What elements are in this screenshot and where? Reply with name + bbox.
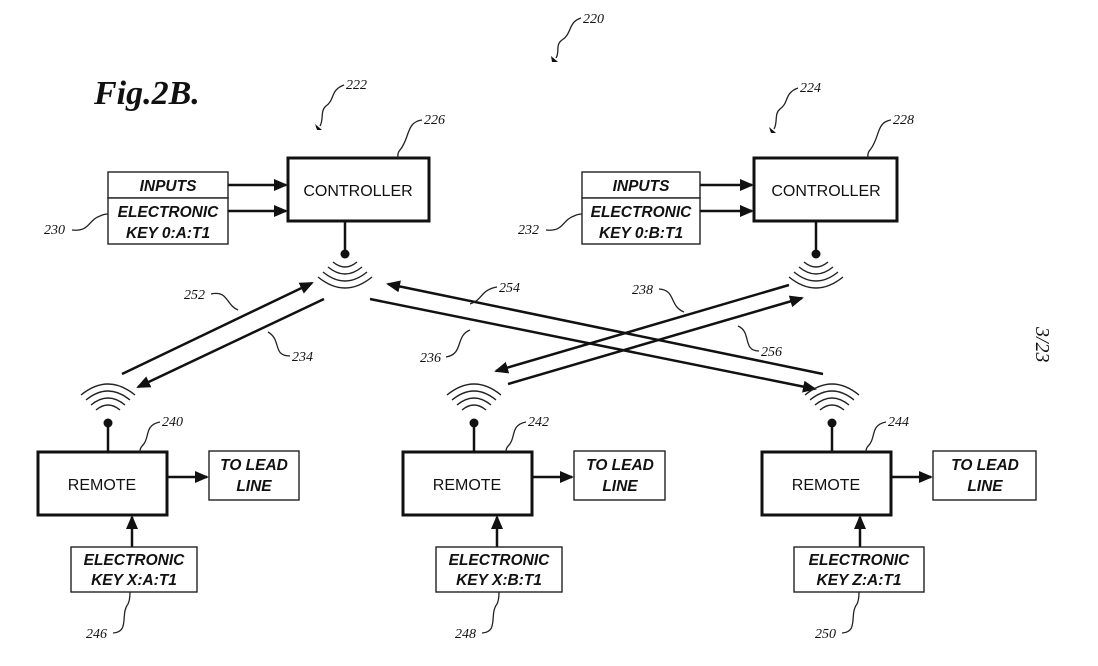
key-a-ref-leader (71, 213, 109, 231)
page-number: 3/23 (1031, 326, 1053, 363)
link-ref-256: 256 (761, 345, 782, 360)
ref-222-leader (319, 84, 345, 127)
link-234-arrow (136, 297, 325, 389)
key-b-line2: KEY 0:B:T1 (599, 225, 683, 242)
ref-220-leader (555, 17, 582, 59)
remote-2-ref-leader (505, 421, 527, 453)
remote-2-label: REMOTE (433, 477, 501, 494)
remote-3-key-ref: 250 (815, 627, 836, 642)
link-ref-236: 236 (420, 351, 441, 366)
remote-1-ref: 240 (162, 415, 183, 430)
remote-2-ref: 242 (528, 415, 549, 430)
link-236-arrow (507, 295, 804, 386)
remote-1-key-box (70, 546, 198, 593)
link-256-arrow (369, 297, 817, 393)
remote-1-key-ref-leader (112, 591, 131, 634)
controller-b-ref-leader (867, 119, 892, 159)
remote-1-lead-line2: LINE (236, 478, 272, 495)
link-ref-234-leader (267, 331, 291, 357)
remote-1-key-ref: 246 (86, 627, 107, 642)
link-ref-252: 252 (184, 288, 205, 303)
remote-3-ref: 244 (888, 415, 909, 430)
remote-1-lead-line1: TO LEAD (220, 457, 288, 474)
link-ref-236-leader (445, 329, 471, 358)
controller-a-antenna-node (340, 249, 350, 259)
link-ref-254-leader (469, 286, 498, 305)
remote-3-key-line1: ELECTRONIC (809, 552, 911, 569)
remote-3-signal-icon (804, 383, 860, 411)
key-b-ref: 232 (518, 223, 539, 238)
controller-a-signal-icon (317, 261, 373, 289)
ref-224: 224 (800, 81, 821, 96)
remote-1-key-line2: KEY X:A:T1 (91, 572, 177, 589)
remote-1-signal-icon (80, 383, 136, 411)
remote-2-key-line2: KEY X:B:T1 (456, 572, 542, 589)
controller-b-ref: 228 (893, 113, 914, 128)
remote-1-lead-box (208, 450, 300, 501)
inputs-b-box (581, 171, 701, 199)
remote-3-lead-box (932, 450, 1037, 501)
remote-3-label: REMOTE (792, 477, 860, 494)
ref-222: 222 (346, 78, 367, 93)
key-b-line1: ELECTRONIC (591, 204, 693, 221)
remote-2-box (401, 450, 534, 517)
link-254-arrow (386, 280, 824, 376)
controller-a-label: CONTROLLER (303, 183, 412, 200)
remote-1-label: REMOTE (68, 477, 136, 494)
remote-2-signal-icon (446, 383, 502, 411)
link-ref-238-leader (658, 288, 685, 313)
controller-b-antenna-node (811, 249, 821, 259)
remote-2-key-box (435, 546, 563, 593)
key-b-box (581, 197, 701, 245)
controller-a-ref-leader (397, 119, 423, 159)
remote-2-key-ref-leader (481, 591, 500, 634)
link-238-arrow (494, 283, 790, 374)
link-ref-252-leader (210, 292, 239, 311)
key-a-ref: 230 (44, 223, 65, 238)
link-ref-238: 238 (632, 283, 653, 298)
remote-3-box (760, 450, 893, 517)
controller-a-ref: 226 (424, 113, 445, 128)
ref-222-arrowhead (315, 124, 322, 130)
controller-b-signal-icon (788, 261, 844, 289)
link-252-arrow (121, 281, 314, 376)
remote-3-key-line2: KEY Z:A:T1 (817, 572, 902, 589)
remote-2-key-line1: ELECTRONIC (449, 552, 551, 569)
controller-a-box (286, 156, 431, 223)
remote-1-box (36, 450, 169, 517)
remote-1-ref-leader (139, 421, 161, 453)
controller-b-box (752, 156, 899, 223)
controller-b-label: CONTROLLER (771, 183, 880, 200)
ref-220-arrowhead (551, 56, 558, 62)
key-a-box (107, 197, 229, 245)
inputs-b-label: INPUTS (613, 178, 671, 195)
remote-2-key-ref: 248 (455, 627, 476, 642)
remote-1-key-line1: ELECTRONIC (84, 552, 186, 569)
ref-224-leader (773, 87, 799, 130)
remote-3-lead-line1: TO LEAD (951, 457, 1019, 474)
figure-title: Fig.2B. (93, 75, 200, 112)
key-a-line2: KEY 0:A:T1 (126, 225, 210, 242)
ref-220: 220 (583, 12, 604, 27)
remote-3-ref-leader (865, 421, 887, 453)
link-ref-254: 254 (499, 281, 520, 296)
remote-2-lead-line2: LINE (602, 478, 638, 495)
key-b-ref-leader (545, 213, 583, 231)
remote-3-lead-line2: LINE (967, 478, 1003, 495)
key-a-line1: ELECTRONIC (118, 204, 220, 221)
ref-224-arrowhead (769, 127, 776, 133)
remote-3-key-ref-leader (841, 591, 860, 634)
link-ref-234: 234 (292, 350, 313, 365)
remote-2-lead-box (573, 450, 666, 501)
remote-2-lead-line1: TO LEAD (586, 457, 654, 474)
link-ref-256-leader (737, 325, 760, 352)
inputs-a-label: INPUTS (140, 178, 198, 195)
